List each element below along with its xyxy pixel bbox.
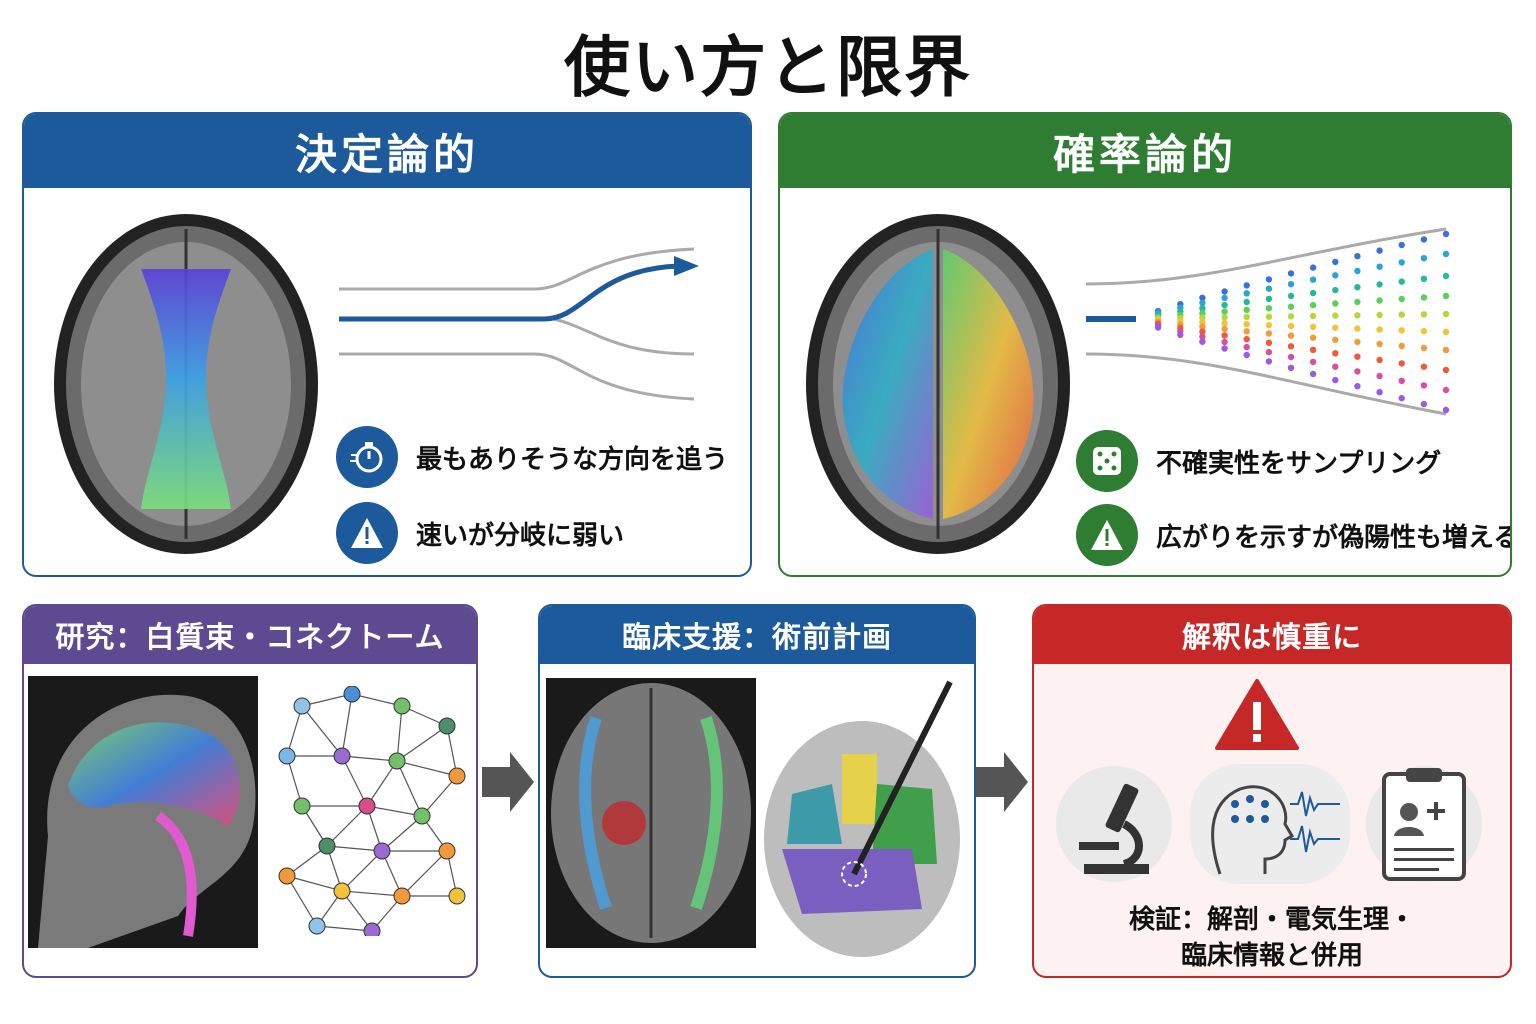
deterministic-brain-image — [54, 214, 318, 554]
probabilistic-point-1: 不確実性をサンプリング — [1076, 430, 1441, 492]
clinical-panel: 臨床支援：術前計画 — [538, 604, 976, 978]
research-heading: 研究：白質束・コネクトーム — [24, 606, 476, 664]
research-panel: 研究：白質束・コネクトーム — [22, 604, 478, 978]
surgical-planning-brain-3d — [764, 680, 960, 957]
deterministic-point-2: 速いが分岐に弱い — [336, 502, 624, 564]
warning-icon — [336, 502, 398, 564]
dice-icon — [1076, 430, 1138, 492]
warning-icon — [1076, 504, 1138, 566]
caution-heading: 解釈は慎重に — [1034, 606, 1510, 664]
probabilistic-panel: 確率論的 不確実性をサンプリング 広がりを示すが偽陽性も増える — [778, 112, 1512, 577]
probabilistic-point-1-text: 不確実性をサンプリング — [1156, 448, 1442, 479]
deterministic-heading: 決定論的 — [24, 114, 750, 188]
clinical-heading: 臨床支援：術前計画 — [540, 606, 974, 664]
sagittal-brain-image — [28, 676, 258, 948]
probabilistic-point-2: 広がりを示すが偽陽性も増える — [1076, 504, 1512, 566]
deterministic-point-2-text: 速いが分岐に弱い — [416, 520, 625, 551]
verification-text-line-1: 検証：解剖・電気生理・ — [1128, 905, 1415, 935]
probabilistic-point-2-text: 広がりを示すが偽陽性も増える — [1156, 522, 1512, 553]
connectome-network-diagram — [278, 686, 466, 936]
caution-panel: 解釈は慎重に 検証：解剖・電気生理・ 臨床情報と併用 — [1032, 604, 1512, 978]
probabilistic-streamline-diagram — [1086, 227, 1450, 416]
eeg-head-icon — [1190, 764, 1350, 884]
stopwatch-icon — [336, 426, 398, 488]
microscope-icon — [1056, 766, 1172, 882]
warning-icon — [1215, 679, 1299, 750]
coronal-tumor-brain-image — [546, 678, 756, 948]
deterministic-streamline-diagram — [339, 247, 699, 401]
arrow-right-icon-2 — [976, 752, 1028, 812]
deterministic-point-1: 最もありそうな方向を追う — [336, 426, 728, 488]
deterministic-point-1-text: 最もありそうな方向を追う — [416, 444, 729, 475]
clinical-record-icon — [1366, 766, 1482, 882]
probabilistic-brain-image — [806, 214, 1070, 554]
probabilistic-heading: 確率論的 — [780, 114, 1510, 188]
verification-text-line-2: 臨床情報と併用 — [1180, 941, 1363, 971]
deterministic-panel: 決定論的 最もありそうな方向を追う 速いが分岐に弱い — [22, 112, 752, 577]
page-title: 使い方と限界 — [564, 29, 972, 106]
arrow-right-icon — [482, 752, 534, 812]
